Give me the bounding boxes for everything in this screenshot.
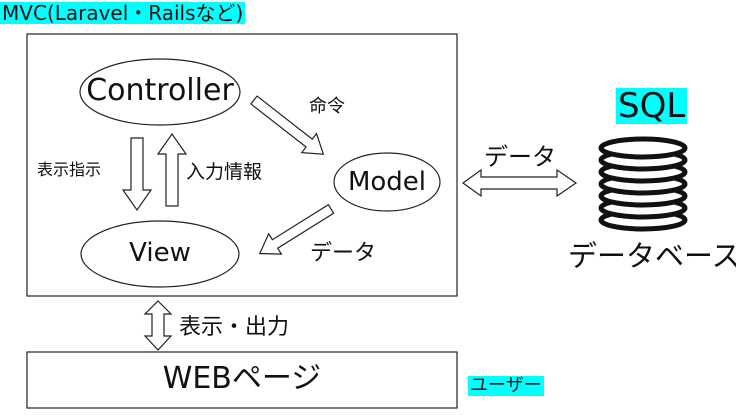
- view-node: [80, 220, 240, 288]
- webpage-label: WEBページ: [162, 361, 322, 396]
- command-label: 命令: [309, 96, 345, 117]
- controller-label: Controller: [86, 73, 234, 108]
- controller-node: [79, 58, 241, 126]
- model-db-double-arrow: [461, 168, 578, 198]
- display-output-label: 表示・出力: [179, 315, 290, 340]
- input-info-label: 入力情報: [186, 161, 263, 183]
- display-instruction-arrow: [121, 137, 153, 212]
- database-icon: [598, 136, 688, 232]
- data-label-model-db: データ: [484, 143, 556, 171]
- webpage-box: [26, 351, 458, 409]
- command-arrow: [250, 95, 325, 155]
- model-node: [333, 152, 441, 212]
- view-label: View: [129, 238, 191, 268]
- user-label: ユーザー: [468, 375, 544, 396]
- display-output-double-arrow: [143, 300, 173, 351]
- model-label: Model: [347, 167, 427, 197]
- sql-label: SQL: [616, 86, 688, 126]
- data-arrow-model-view: [258, 203, 335, 255]
- mvc-frame-title: MVC(Laravel・Railsなど): [0, 1, 246, 25]
- display-instruction-label: 表示指示: [37, 160, 102, 179]
- database-label: データベース: [568, 239, 736, 273]
- input-info-arrow: [156, 132, 188, 207]
- data-label-model-view: データ: [310, 241, 377, 266]
- mvc-frame: [26, 33, 458, 297]
